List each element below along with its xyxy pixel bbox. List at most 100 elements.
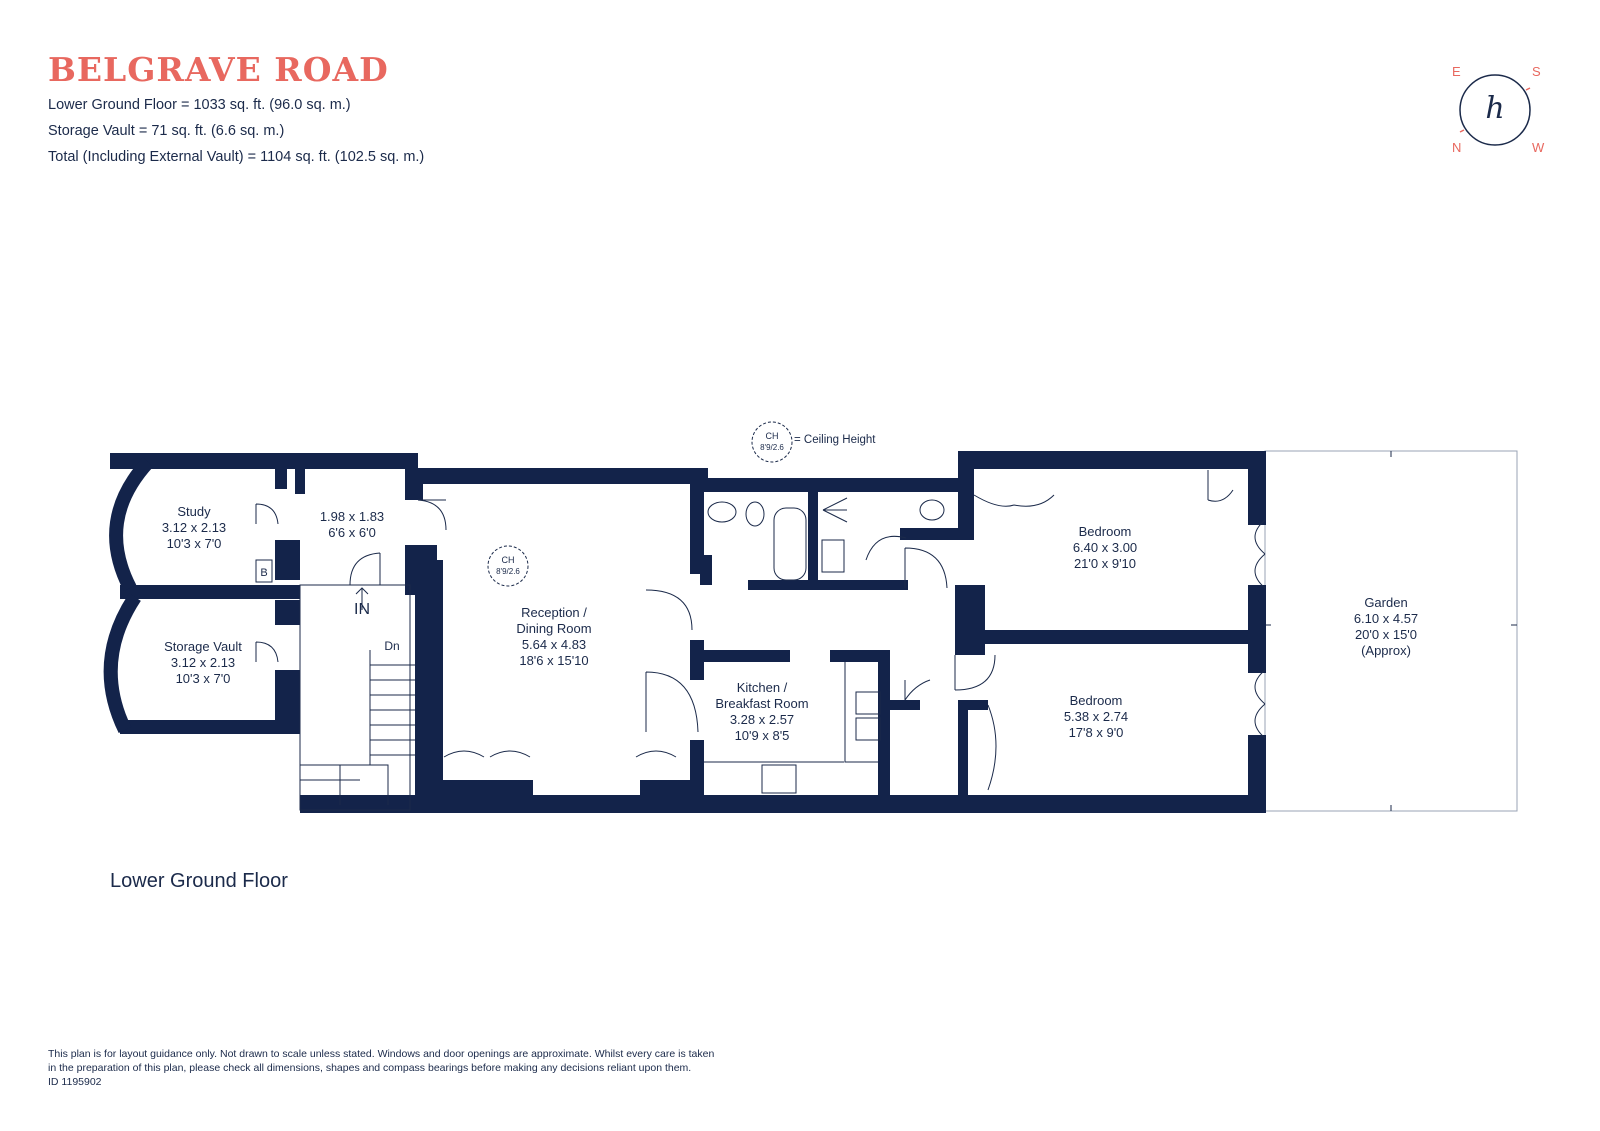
door-reception-east [645,589,693,631]
toilet-1 [745,501,765,527]
floor-label: Lower Ground Floor [110,870,288,892]
wall-hall-west [295,469,305,494]
compass-east: E [1452,64,1461,79]
area-storage-vault: Storage Vault = 71 sq. ft. (6.6 sq. m.) [48,123,285,139]
toilet-2 [919,499,945,521]
garden-ticks [1265,451,1517,811]
wall-study-east [275,540,300,580]
area-summary: Lower Ground Floor = 1033 sq. ft. (96.0 … [48,92,424,170]
wall-bath-divider [808,492,818,587]
sink-basin [855,691,881,715]
garden-imperial: 20'0 x 15'0 [1355,627,1417,642]
interior-lines [255,497,945,811]
compass-north: N [1452,140,1461,155]
wall-east-lower [1248,735,1266,813]
wall-storage-east-top [275,600,300,625]
doors [255,470,1266,791]
storage-imperial: 10'3 x 7'0 [176,671,231,686]
reception-label-2: Dining Room [516,621,591,636]
wall-top-left [110,453,418,469]
wall-bay-right [640,780,700,798]
vault-curves [103,457,154,734]
entrance-arrow [355,587,369,610]
wall-reception-west [415,560,443,800]
disclaimer: This plan is for layout guidance only. N… [48,1047,848,1089]
boiler-box [255,559,273,583]
kitchen-label-1: Kitchen / [737,680,788,695]
compass-logo: h E S N W [1452,64,1545,155]
wall-bay-left [443,780,533,798]
door-bay-right [635,750,677,758]
reception-metric: 5.64 x 4.83 [522,637,586,652]
reception-imperial: 18'6 x 15'10 [519,653,588,668]
reception-label-1: Reception / [521,605,587,620]
walls [110,451,1266,813]
compass-needle [1459,87,1531,133]
reception-ch-circle [487,545,529,587]
door-bed1-garden [1254,519,1266,589]
door-bed1-wardrobe [973,494,1055,507]
legend-ch-circle [751,421,793,463]
kitchen-metric: 3.28 x 2.57 [730,712,794,727]
stair-treads [369,650,415,765]
wall-bottom [300,795,1266,813]
door-bed1-hall [904,547,948,589]
area-total: Total (Including External Vault) = 1104 … [48,149,425,165]
wall-reception-east-upper [690,484,704,574]
shower-head [822,497,848,523]
wall-central-pillar [955,585,985,655]
door-bed2-garden [1254,669,1266,739]
compass-south: S [1532,64,1541,79]
door-bed1-cupboard [1207,470,1234,502]
boiler-label: B [260,567,267,579]
door-store [904,679,931,701]
compass-ring [1459,74,1531,146]
wall-store-stub [890,700,920,710]
garden-metric: 6.10 x 4.57 [1354,611,1418,626]
hall-metric: 1.98 x 1.83 [320,509,384,524]
wall-kitchen-top-right [830,650,890,662]
ceiling-height-legend: CH 8'9/2.6 = Ceiling Height [751,421,876,463]
disclaimer-line-2: in the preparation of this plan, please … [48,1062,692,1074]
entrance-label: IN [354,601,370,618]
storage-label: Storage Vault [164,639,242,654]
stairs-down-label: Dn [384,639,399,653]
kitchen-counter [844,662,878,763]
door-front [349,552,381,586]
stair-well [299,584,411,811]
bedroom2-imperial: 17'8 x 9'0 [1069,725,1124,740]
storage-metric: 3.12 x 2.13 [171,655,235,670]
study-metric: 3.12 x 2.13 [162,520,226,535]
reception-ceiling-marker: CH 8'9/2.6 [487,545,529,587]
wall-top-reception [418,468,708,484]
compass-west: W [1532,140,1545,155]
bedroom1-imperial: 21'0 x 9'10 [1074,556,1136,571]
garden-note: (Approx) [1361,643,1411,658]
reception-ch-value: 8'9/2.6 [496,567,520,576]
logo-letter: h [1485,91,1504,126]
garden-label: Garden [1364,595,1407,610]
disclaimer-line-1: This plan is for layout guidance only. N… [48,1048,715,1060]
wall-bed1-return [900,528,974,540]
legend-text: = Ceiling Height [794,434,876,446]
wall-storage-bottom [120,720,300,734]
hall-imperial: 6'6 x 6'0 [328,525,376,540]
wall-kitchen-top [700,650,790,662]
legend-ch-label: CH [766,431,779,441]
wall-bed-divider [955,630,1266,644]
hob [761,764,797,794]
bathtub [773,507,807,581]
door-bed2-hall [954,654,996,691]
wall-kitchen-east [878,650,890,800]
study-curve [109,457,154,592]
wall-east-mid [1248,585,1266,673]
study-imperial: 10'3 x 7'0 [167,536,222,551]
storage-curve [103,593,141,734]
wall-bed2-west [958,705,968,800]
kitchen-imperial: 10'9 x 8'5 [735,728,790,743]
wall-bed1-west [958,451,974,531]
wall-top-right [958,451,1264,469]
wall-bed2-stub [958,700,988,710]
wall-study-east-top [275,469,287,489]
